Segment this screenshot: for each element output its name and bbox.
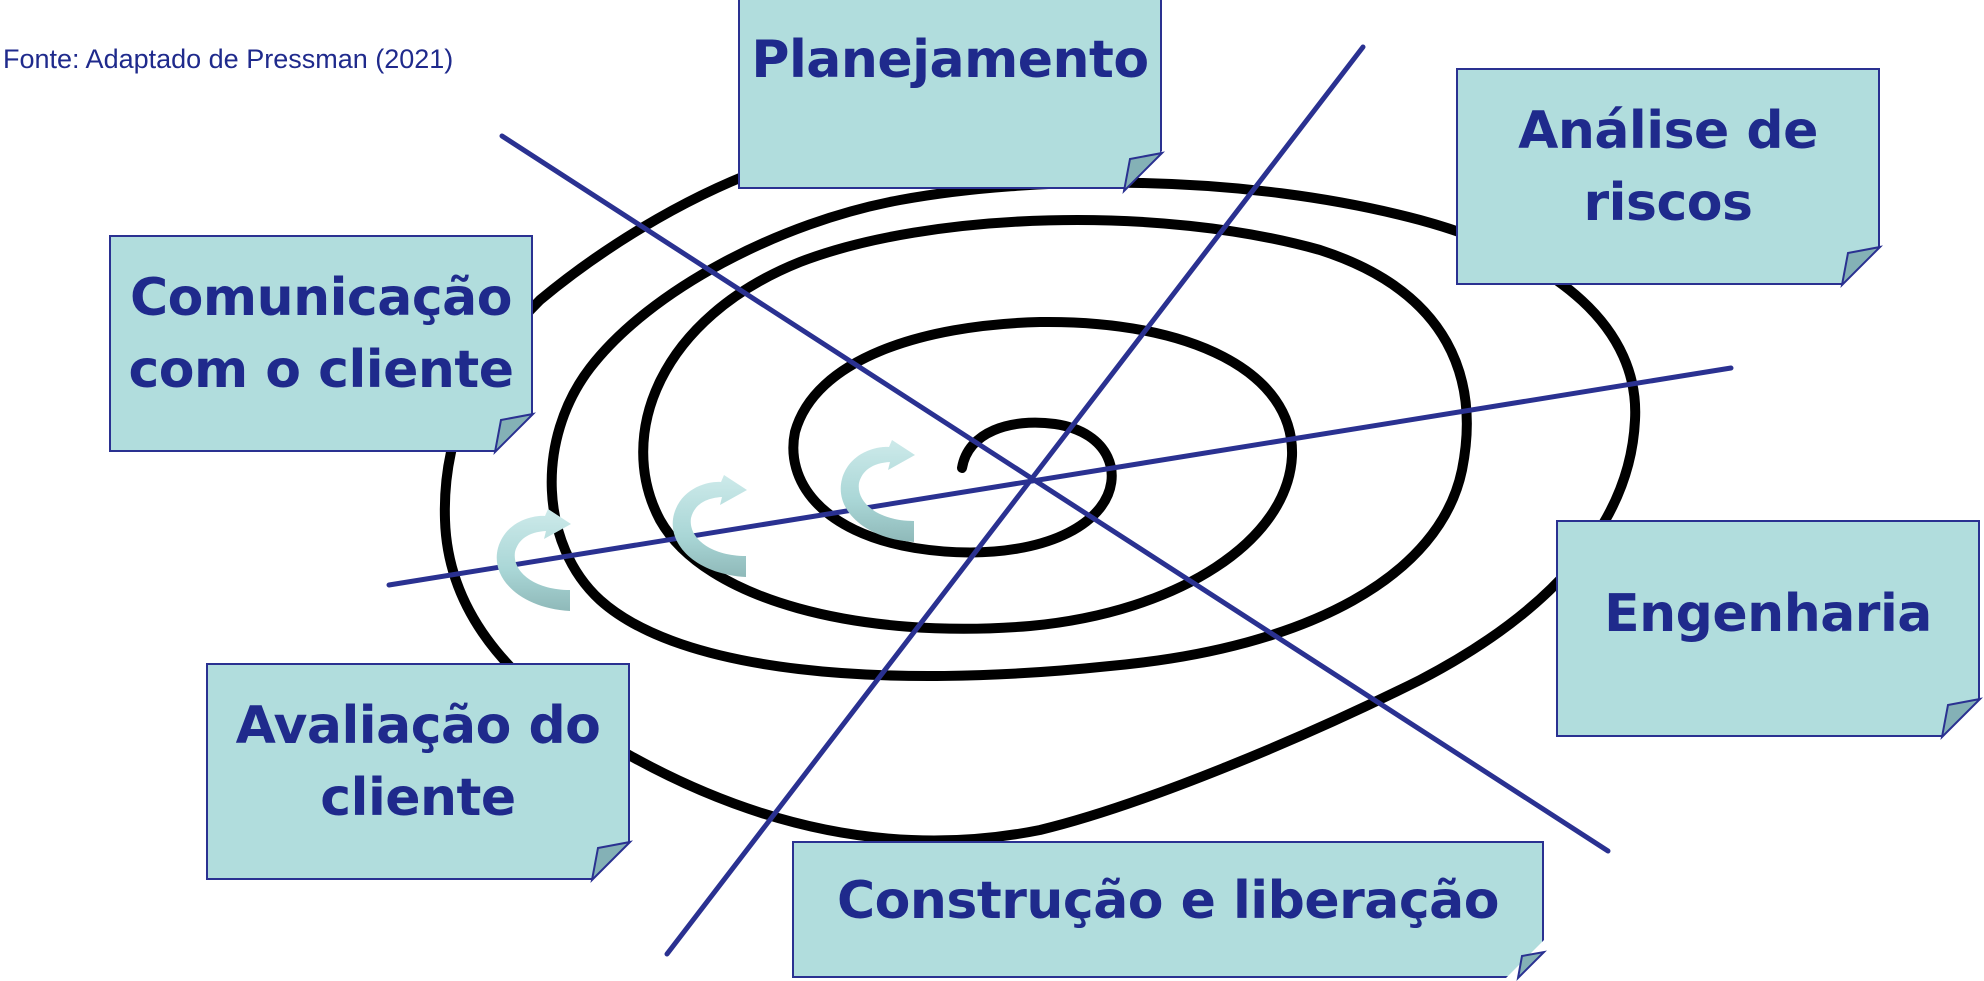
- card-planejamento: Planejamento: [738, 0, 1162, 189]
- card-avaliacao-do-cliente: Avaliação do cliente: [206, 663, 630, 880]
- axis-line-diagonal-up: [664, 44, 1366, 957]
- phase-axis-lines: [386, 44, 1734, 957]
- card-label: Análise de riscos: [1518, 100, 1818, 233]
- card-engenharia: Engenharia: [1556, 520, 1980, 737]
- card-label: Avaliação do cliente: [235, 695, 601, 828]
- axis-line-diagonal-down: [499, 133, 1611, 854]
- curved-arrow-icon: [496, 509, 571, 611]
- card-label: Engenharia: [1604, 583, 1932, 644]
- axis-line-horizontal: [386, 365, 1734, 588]
- curved-arrow-icon: [840, 440, 915, 542]
- card-construcao-e-liberacao: Construção e liberação: [792, 841, 1544, 978]
- curved-arrow-icon: [672, 475, 747, 577]
- card-label: Construção e liberação: [836, 870, 1499, 931]
- source-caption: Fonte: Adaptado de Pressman (2021): [3, 44, 454, 74]
- card-label: Comunicação com o cliente: [128, 267, 514, 400]
- card-comunicacao-com-o-cliente: Comunicação com o cliente: [109, 235, 533, 452]
- spiral: [439, 112, 1641, 846]
- card-analise-de-riscos: Análise de riscos: [1456, 68, 1880, 285]
- card-label: Planejamento: [751, 29, 1149, 90]
